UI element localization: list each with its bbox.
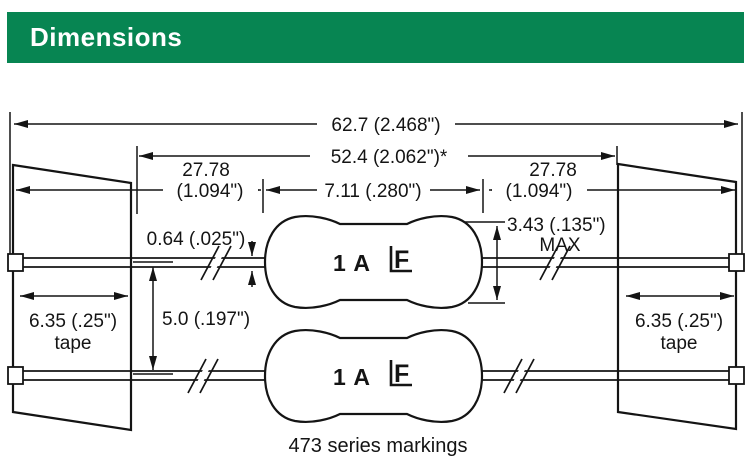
section-header-bar: Dimensions [7, 12, 744, 63]
diagram-caption: 473 series markings [289, 435, 468, 457]
tape-right-width-label: 6.35 (.25") [635, 311, 723, 332]
dim-label-lead-left-mm: 27.78 [182, 160, 230, 181]
fuse-marking-top: 1 A F [333, 246, 412, 276]
littelfuse-logo-bracket-top [389, 246, 412, 273]
tape-left-word: tape [55, 333, 92, 354]
dim-label-pitch: 5.0 (.197") [162, 309, 250, 330]
littelfuse-logo-letter-top: F [394, 246, 409, 274]
tape-left [11, 163, 133, 432]
tape-left-width-label: 6.35 (.25") [29, 311, 117, 332]
fuse-marking-bottom: 1 A F [333, 360, 412, 390]
dim-label-lead-right-in: (1.094") [506, 181, 573, 202]
dim-label-wire-dia: 0.64 (.025") [147, 229, 246, 250]
dim-label-inner-span: 52.4 (2.062")* [331, 147, 448, 168]
dim-label-body-dia-max: MAX [539, 235, 581, 256]
fuse-current-rating-bottom: 1 A [333, 364, 371, 390]
break-mark-bottom-left [187, 357, 219, 395]
extension-lines [9, 112, 743, 375]
fuse-body-bottom [263, 329, 484, 423]
fuse-current-rating-top: 1 A [333, 250, 371, 276]
break-mark-top-left [200, 244, 232, 282]
dim-label-lead-right-mm: 27.78 [529, 160, 577, 181]
dim-label-body-dia: 3.43 (.135") [507, 215, 606, 236]
dim-label-body-length: 7.11 (.280") [324, 181, 421, 202]
littelfuse-logo-bracket-bottom [389, 360, 412, 387]
section-title: Dimensions [30, 22, 183, 52]
label-backgrounds [163, 113, 587, 199]
break-mark-top-right [539, 244, 571, 282]
lead-wire-top [7, 253, 745, 272]
fuse-body-top [263, 215, 484, 309]
tape-right-word: tape [661, 333, 698, 354]
littelfuse-logo-letter-bottom: F [394, 360, 409, 388]
dim-label-overall: 62.7 (2.468") [331, 115, 440, 136]
dim-label-lead-left-in: (1.094") [177, 181, 244, 202]
break-mark-bottom-right [503, 357, 535, 395]
